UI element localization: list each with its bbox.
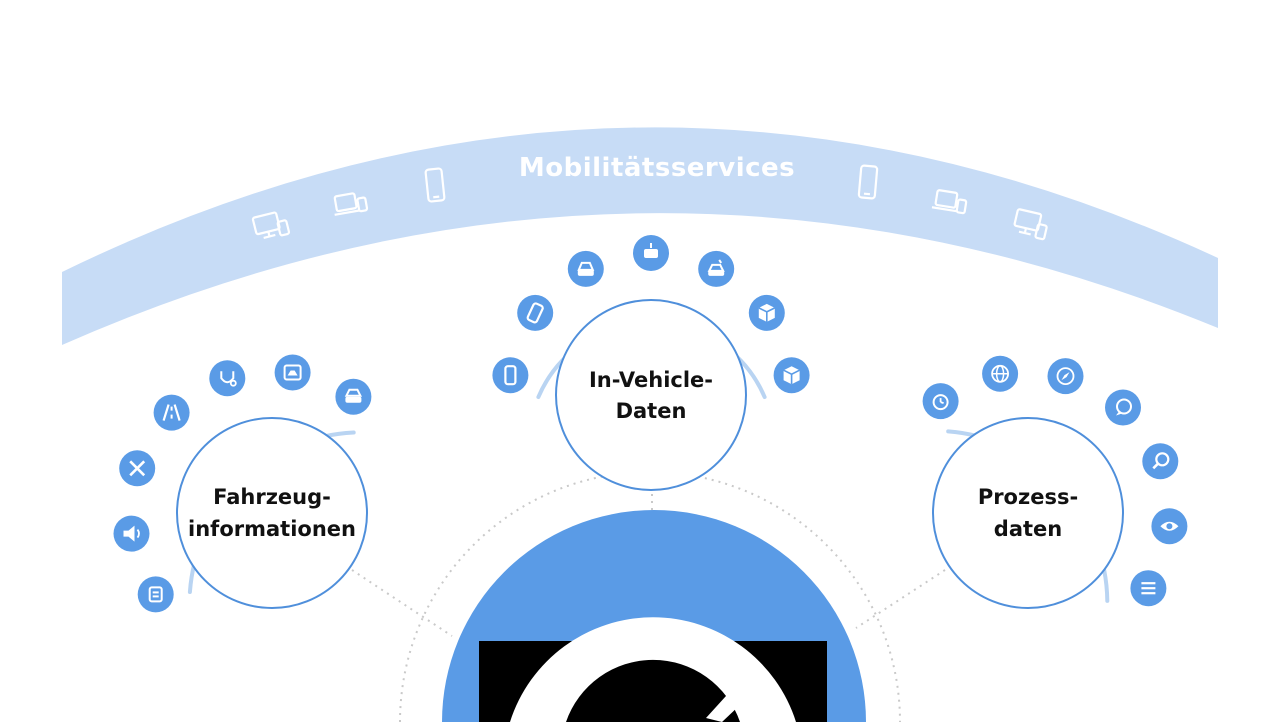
smartphone-icon: [857, 164, 879, 200]
tools-icon: [119, 450, 156, 487]
eye-icon: [1151, 508, 1188, 545]
chat-icon: [1105, 389, 1141, 426]
car-front-icon: [567, 250, 604, 287]
hub-in-vehicle-daten: In-Vehicle- Daten: [492, 235, 810, 491]
compass-icon: [1047, 358, 1084, 395]
hub-fahrzeug-line1: Fahrzeug-: [213, 485, 331, 509]
hub-vehicle-icons: [492, 235, 810, 394]
hub-fahrzeug-icons: [113, 354, 372, 613]
smartphone-icon: [424, 167, 446, 203]
hub-prozess-line1: Prozess-: [978, 485, 1078, 509]
hub-vehicle-line2: Daten: [616, 399, 687, 423]
monitor-devices-icon: [251, 211, 291, 239]
monitor-devices-icon: [1013, 208, 1048, 241]
document-icon: [137, 576, 174, 613]
battery-icon: [517, 294, 554, 331]
hub-prozessdaten: Prozess- daten: [922, 355, 1188, 609]
road-icon: [153, 394, 190, 431]
logo-mark: [510, 617, 796, 722]
list-icon: [1130, 570, 1167, 607]
car-signal-icon: [698, 250, 735, 287]
hub-vehicle-line1: In-Vehicle-: [589, 368, 713, 392]
package-icon: [773, 357, 810, 394]
banner-icons-left: [251, 167, 446, 239]
package-icon: [748, 294, 785, 331]
search-icon: [1142, 443, 1179, 480]
globe-icon: [982, 355, 1019, 392]
car-stack-icon: [335, 378, 372, 415]
central-hub: [442, 510, 866, 722]
hub-fahrzeug-line2: informationen: [188, 517, 356, 541]
banner-title: Mobilitätsservices: [519, 153, 795, 183]
banner-icons-right: [857, 164, 1048, 241]
laptop-phone-icon: [333, 192, 369, 216]
stethoscope-icon: [209, 360, 246, 397]
hub-fahrzeuginformationen: Fahrzeug- informationen: [113, 354, 372, 613]
hub-fahrzeug-circle: [176, 417, 368, 609]
hub-prozess-line2: daten: [994, 517, 1062, 541]
mobility-services-banner: [62, 127, 1218, 345]
alarm-clock-icon: [922, 383, 959, 420]
hub-prozess-circle: [932, 417, 1124, 609]
car-photo-icon: [274, 354, 311, 391]
car-top-icon: [633, 235, 669, 271]
phone-icon: [492, 357, 529, 394]
laptop-phone-icon: [931, 189, 968, 215]
speaker-icon: [113, 515, 150, 552]
hub-prozess-icons: [922, 355, 1188, 607]
hub-vehicle-circle: [555, 299, 747, 491]
